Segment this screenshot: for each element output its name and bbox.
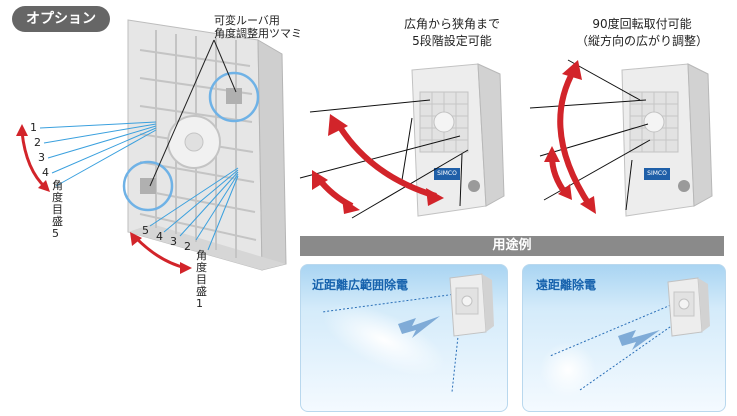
usage-case-far-title: 遠距離除電 <box>536 278 597 292</box>
feature2-line1: 90度回転取付可能 <box>592 17 692 31</box>
device-case-far <box>667 277 710 337</box>
scale-left-number: 3 <box>38 151 45 164</box>
scale-bottom-number: 2 <box>184 240 191 253</box>
angle-arrow-wide <box>335 122 437 199</box>
device-brand-label: SIMCO <box>647 170 667 177</box>
scale-bottom-number: 5 <box>142 224 149 237</box>
device-case-near <box>449 273 494 337</box>
louver-label-line1: 可変ルーバ用 <box>214 14 280 27</box>
scale-left-number: 2 <box>34 136 41 149</box>
device-feature2 <box>621 63 713 217</box>
scale-bottom-number: 4 <box>156 230 163 243</box>
usage-section-title: 用途例 <box>300 236 724 256</box>
feature1-line1: 広角から狭角まで <box>403 17 500 31</box>
feature1-line2: 5段階設定可能 <box>412 34 492 48</box>
scale-bottom-lines <box>149 167 239 251</box>
scale-left-caption: 角 度 目 盛 5 <box>52 179 63 240</box>
scale-left-number: 4 <box>42 166 49 179</box>
scale-left-number: 1 <box>30 121 37 134</box>
device-brand-label: SIMCO <box>437 170 457 177</box>
usage-case-near-title: 近距離広範囲除電 <box>312 278 409 292</box>
scale-bottom-caption: 角 度 目 盛 1 <box>196 249 207 310</box>
device-feature1 <box>411 63 505 217</box>
scale-bottom-number: 3 <box>170 235 177 248</box>
knob-highlight-bottom <box>122 160 174 212</box>
feature2-line2: （縦方向の広がり調整） <box>576 34 709 48</box>
knob-highlight-top <box>208 71 260 123</box>
louver-label-line2: 角度調整用ツマミ <box>214 27 302 40</box>
rotate-arrow-large <box>557 68 593 208</box>
louver-panel <box>127 19 287 271</box>
scale-left-lines <box>39 121 157 187</box>
section-tag-options: オプション <box>12 6 110 32</box>
